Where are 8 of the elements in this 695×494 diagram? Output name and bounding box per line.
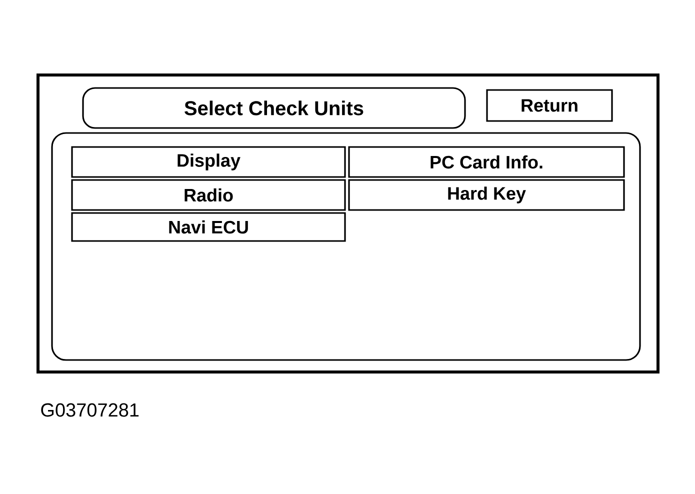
menu-button: Hard Key (348, 179, 625, 211)
menu-button: Navi ECU (71, 212, 346, 242)
menu-button: Radio (71, 179, 346, 211)
menu-button: PC Card Info. (348, 146, 625, 178)
figure-code: G03707281 (41, 403, 139, 417)
menu-button: Display (71, 146, 346, 178)
return-button: Return (486, 89, 613, 122)
title-box: Select Check Units (82, 87, 466, 129)
